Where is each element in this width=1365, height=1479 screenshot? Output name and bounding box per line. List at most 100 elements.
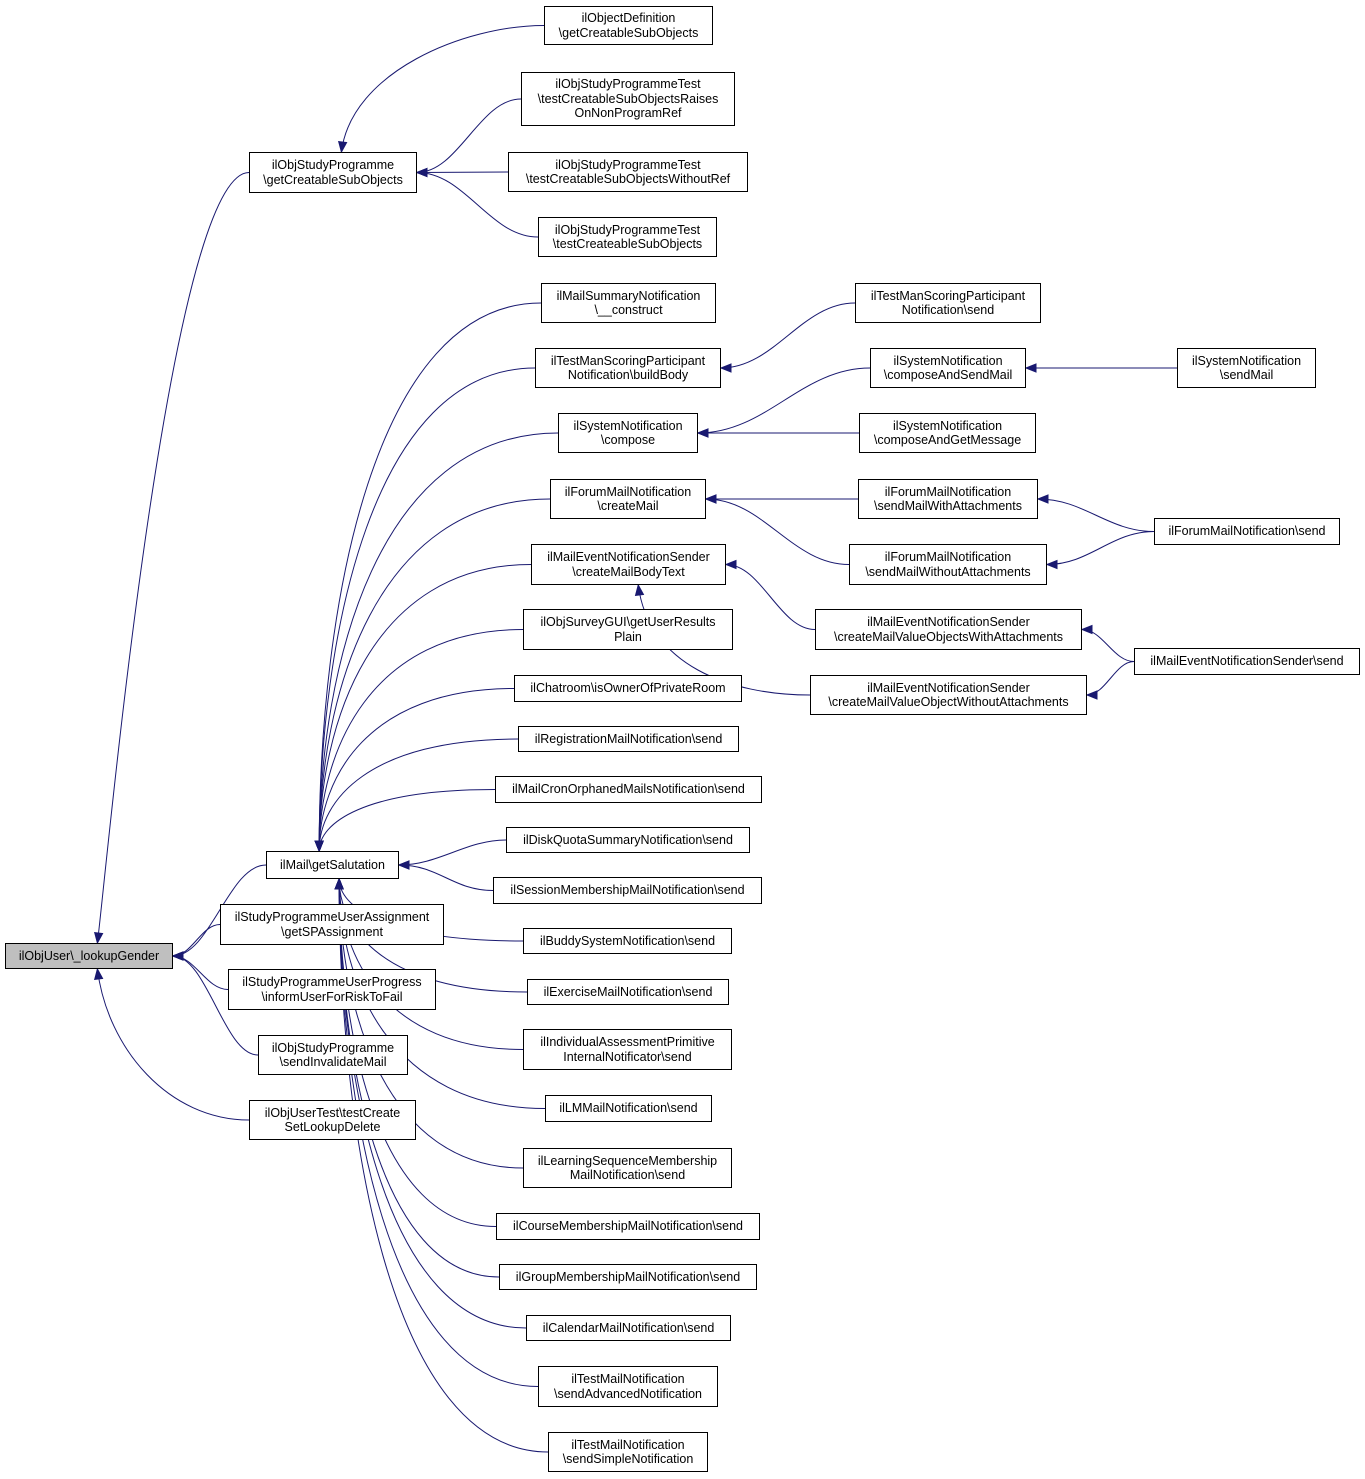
node-label-line: ilChatroom\isOwnerOfPrivateRoom: [530, 681, 726, 696]
edge-sptest-withoutref-to-sp-getcreatable: [416, 171, 509, 173]
edge-arrowhead: [1045, 559, 1058, 570]
node-chatroom-isowner[interactable]: ilChatroom\isOwnerOfPrivateRoom: [514, 675, 742, 702]
node-label-line: Plain: [614, 629, 642, 644]
node-label-line: ilTestManScoringParticipant: [870, 288, 1026, 303]
node-forummail-withatt[interactable]: ilForumMailNotification\sendMailWithAtta…: [858, 479, 1038, 519]
node-sptest-createable[interactable]: ilObjStudyProgrammeTest\testCreateableSu…: [538, 217, 717, 257]
node-sysnotif-sendmail[interactable]: ilSystemNotification\sendMail: [1177, 348, 1316, 388]
node-mailevent-valueswith[interactable]: ilMailEventNotificationSender\createMail…: [815, 609, 1082, 650]
node-sysnotif-composeget[interactable]: ilSystemNotification\composeAndGetMessag…: [859, 413, 1036, 453]
node-sptest-raises[interactable]: ilObjStudyProgrammeTest\testCreatableSub…: [521, 72, 735, 126]
edge-tmsp-send-to-tmsp-buildbody: [720, 302, 856, 369]
node-testmail-advanced[interactable]: ilTestMailNotification\sendAdvancedNotif…: [538, 1366, 718, 1407]
node-sp-getcreatable[interactable]: ilObjStudyProgramme\getCreatableSubObjec…: [249, 152, 417, 193]
node-label-line: ilDiskQuotaSummaryNotification\send: [523, 832, 733, 847]
node-label-line: ilForumMailNotification: [884, 550, 1012, 564]
node-sysnotif-composesend[interactable]: ilSystemNotification\composeAndSendMail: [870, 348, 1026, 388]
node-label-line: ilObjectDefinition: [581, 11, 676, 25]
edge-arrowhead: [1085, 690, 1098, 700]
node-spua-getspassignment[interactable]: ilStudyProgrammeUserAssignment\getSPAssi…: [220, 904, 444, 945]
node-label-line: ilCourseMembershipMailNotification\send: [513, 1219, 743, 1234]
node-label-line: \informUserForRiskToFail: [261, 989, 403, 1004]
node-mail-getsalutation[interactable]: ilMail\getSalutation: [266, 851, 399, 879]
edge-arrowhead: [397, 860, 410, 870]
node-label-line: ilObjUserTest\testCreate: [264, 1105, 401, 1120]
node-label-line: ilTestMailNotification: [571, 1437, 685, 1452]
node-label-line: \testCreateableSubObjects: [552, 237, 703, 251]
edge-exercise-send-to-mail-getsalutation: [338, 878, 528, 993]
node-course-send[interactable]: ilCourseMembershipMailNotification\send: [496, 1213, 760, 1240]
edge-arrowhead: [94, 967, 104, 981]
node-mailevent-valuewithout[interactable]: ilMailEventNotificationSender\createMail…: [810, 675, 1087, 715]
node-diskquota-send[interactable]: ilDiskQuotaSummaryNotification\send: [506, 827, 750, 853]
node-label-line: ilExerciseMailNotification\send: [543, 984, 713, 999]
node-exercise-send[interactable]: ilExerciseMailNotification\send: [527, 979, 729, 1005]
edge-arrowhead: [634, 583, 645, 597]
edge-arrowhead: [171, 951, 184, 961]
node-label-line: \getCreatableSubObjects: [558, 25, 699, 40]
edge-arrowhead: [696, 428, 709, 438]
node-label-line: ilForumMailNotification: [564, 484, 692, 499]
node-label-line: ilForumMailNotification\send: [1168, 524, 1326, 539]
node-label-line: ilStudyProgrammeUserProgress: [242, 975, 422, 989]
node-mailevent-createbody[interactable]: ilMailEventNotificationSender\createMail…: [531, 544, 726, 585]
node-sptest-withoutref[interactable]: ilObjStudyProgrammeTest\testCreatableSub…: [508, 152, 748, 192]
node-testmail-simple[interactable]: ilTestMailNotification\sendSimpleNotific…: [548, 1432, 708, 1472]
edge-session-send-to-mail-getsalutation: [398, 864, 494, 891]
edge-arrowhead: [1024, 363, 1037, 373]
node-sp-sendinvalidate[interactable]: ilObjStudyProgramme\sendInvalidateMail: [258, 1035, 408, 1075]
node-mailevent-send[interactable]: ilMailEventNotificationSender\send: [1134, 648, 1360, 675]
node-label-line: ilObjStudyProgrammeTest: [555, 77, 701, 92]
edge-usertest-lookup-to-root: [96, 968, 250, 1121]
node-forummail-send[interactable]: ilForumMailNotification\send: [1154, 518, 1340, 545]
node-label-line: ilMailEventNotificationSender: [867, 615, 1030, 629]
node-label-line: \compose: [600, 433, 656, 447]
node-label-line: Notification\buildBody: [567, 368, 689, 382]
node-label-line: \getCreatableSubObjects: [263, 172, 403, 187]
node-buddy-send[interactable]: ilBuddySystemNotification\send: [523, 928, 732, 954]
node-group-send[interactable]: ilGroupMembershipMailNotification\send: [499, 1264, 757, 1290]
edge-arrowhead: [724, 559, 737, 570]
node-mailsummary-construct[interactable]: ilMailSummaryNotification\__construct: [541, 283, 716, 323]
node-mailcron-send[interactable]: ilMailCronOrphanedMailsNotification\send: [495, 776, 762, 803]
node-objdef-getcreatable[interactable]: ilObjectDefinition\getCreatableSubObject…: [544, 6, 713, 45]
edge-arrowhead: [1080, 624, 1093, 635]
edge-objdef-getcreatable-to-sp-getcreatable: [340, 25, 545, 153]
node-registration-send[interactable]: ilRegistrationMailNotification\send: [518, 726, 739, 752]
edge-mailevent-createbody-to-mail-getsalutation: [318, 564, 532, 852]
node-calendar-send[interactable]: ilCalendarMailNotification\send: [526, 1315, 731, 1341]
node-session-send[interactable]: ilSessionMembershipMailNotification\send: [493, 877, 762, 904]
node-label-line: \createMail: [597, 499, 659, 513]
node-label-line: ilSystemNotification: [893, 353, 1003, 368]
edge-mailevent-send-to-mailevent-valuewithout: [1086, 661, 1135, 696]
edge-forummail-createmail-to-mail-getsalutation: [318, 498, 551, 852]
node-label-line: ilSystemNotification: [573, 418, 683, 433]
node-label-line: ilLearningSequenceMembership: [537, 1153, 718, 1168]
node-forummail-withoutatt[interactable]: ilForumMailNotification\sendMailWithoutA…: [849, 544, 1047, 585]
node-label-line: \testCreatableSubObjectsWithoutRef: [525, 172, 731, 186]
edge-arrowhead: [704, 494, 717, 504]
node-label-line: SetLookupDelete: [284, 1120, 381, 1134]
edge-arrowhead: [94, 931, 104, 945]
edge-sptest-createable-to-sp-getcreatable: [416, 172, 539, 238]
node-spup-inform[interactable]: ilStudyProgrammeUserProgress\informUserF…: [228, 969, 436, 1010]
node-label-line: ilGroupMembershipMailNotification\send: [515, 1269, 741, 1284]
node-label-line: InternalNotificator\send: [563, 1049, 692, 1064]
node-lm-send[interactable]: ilLMMailNotification\send: [545, 1095, 712, 1122]
node-label-line: ilMailEventNotificationSender: [867, 680, 1030, 695]
node-root[interactable]: ilObjUser\_lookupGender: [5, 943, 173, 969]
node-sysnotif-compose[interactable]: ilSystemNotification\compose: [558, 413, 698, 453]
node-label-line: ilBuddySystemNotification\send: [539, 933, 716, 948]
node-forummail-createmail[interactable]: ilForumMailNotification\createMail: [550, 479, 706, 519]
edge-diskquota-send-to-mail-getsalutation: [398, 839, 507, 866]
edge-spua-getspassignment-to-root: [172, 924, 221, 957]
edge-calendar-send-to-mail-getsalutation: [338, 878, 527, 1329]
node-label-line: ilTestMailNotification: [571, 1372, 685, 1386]
